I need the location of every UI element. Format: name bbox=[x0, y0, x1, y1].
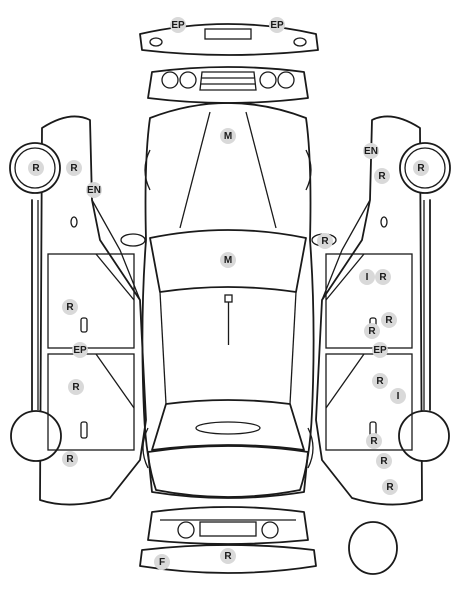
damage-mark-badge[interactable]: R bbox=[62, 299, 78, 315]
damage-mark-badge[interactable]: M bbox=[220, 252, 236, 268]
damage-mark-badge[interactable]: EP bbox=[72, 342, 88, 358]
damage-mark-label: R bbox=[321, 236, 329, 247]
damage-mark-badge[interactable]: R bbox=[366, 433, 382, 449]
spare-wheel[interactable] bbox=[348, 521, 398, 575]
damage-mark-badge[interactable]: R bbox=[374, 168, 390, 184]
front-face[interactable] bbox=[147, 66, 309, 104]
damage-mark-badge[interactable]: EN bbox=[86, 182, 102, 198]
damage-mark-label: R bbox=[370, 436, 378, 447]
left-side-view[interactable] bbox=[9, 115, 147, 506]
damage-mark-label: R bbox=[386, 482, 394, 493]
damage-mark-badge[interactable]: EP bbox=[372, 342, 388, 358]
damage-mark-label: R bbox=[385, 315, 393, 326]
damage-mark-label: EP bbox=[171, 20, 185, 31]
damage-mark-label: M bbox=[224, 131, 232, 142]
damage-mark-label: R bbox=[376, 376, 384, 387]
rear-bumper[interactable] bbox=[139, 544, 317, 574]
damage-mark-label: R bbox=[417, 163, 425, 174]
damage-mark-label: R bbox=[378, 171, 386, 182]
damage-mark-label: R bbox=[224, 551, 232, 562]
damage-mark-badge[interactable]: R bbox=[381, 312, 397, 328]
car-body-top-view[interactable] bbox=[120, 102, 337, 499]
rear-face[interactable] bbox=[147, 506, 309, 545]
damage-mark-badge[interactable]: R bbox=[66, 160, 82, 176]
damage-mark-badge[interactable]: R bbox=[376, 453, 392, 469]
damage-mark-label: EP bbox=[270, 20, 284, 31]
damage-mark-badge[interactable]: R bbox=[375, 269, 391, 285]
damage-mark-badge[interactable]: F bbox=[154, 554, 170, 570]
damage-mark-label: R bbox=[32, 163, 40, 174]
damage-mark-badge[interactable]: EP bbox=[269, 17, 285, 33]
damage-mark-badge[interactable]: R bbox=[62, 451, 78, 467]
damage-mark-badge[interactable]: R bbox=[68, 379, 84, 395]
damage-mark-badge[interactable]: R bbox=[317, 233, 333, 249]
damage-mark-badge[interactable]: M bbox=[220, 128, 236, 144]
damage-mark-badge[interactable]: R bbox=[364, 323, 380, 339]
damage-mark-label: EN bbox=[87, 185, 101, 196]
damage-mark-badge[interactable]: EP bbox=[170, 17, 186, 33]
damage-mark-label: EP bbox=[373, 345, 387, 356]
front-bumper[interactable] bbox=[139, 23, 319, 56]
damage-mark-badge[interactable]: R bbox=[382, 479, 398, 495]
damage-mark-label: R bbox=[368, 326, 376, 337]
damage-mark-label: I bbox=[366, 272, 369, 283]
damage-mark-label: R bbox=[380, 456, 388, 467]
damage-mark-label: M bbox=[224, 255, 232, 266]
damage-mark-label: F bbox=[159, 557, 165, 568]
damage-mark-badge[interactable]: R bbox=[413, 160, 429, 176]
damage-mark-badge[interactable]: R bbox=[28, 160, 44, 176]
damage-mark-label: R bbox=[70, 163, 78, 174]
damage-mark-label: EP bbox=[73, 345, 87, 356]
damage-mark-badge[interactable]: I bbox=[359, 269, 375, 285]
damage-mark-badge[interactable]: I bbox=[390, 388, 406, 404]
damage-mark-label: R bbox=[66, 454, 74, 465]
damage-mark-label: R bbox=[72, 382, 80, 393]
damage-mark-label: I bbox=[397, 391, 400, 402]
damage-mark-label: R bbox=[379, 272, 387, 283]
damage-mark-badge[interactable]: R bbox=[220, 548, 236, 564]
damage-mark-badge[interactable]: R bbox=[372, 373, 388, 389]
damage-mark-label: R bbox=[66, 302, 74, 313]
damage-mark-label: EN bbox=[364, 146, 378, 157]
damage-mark-badge[interactable]: EN bbox=[363, 143, 379, 159]
